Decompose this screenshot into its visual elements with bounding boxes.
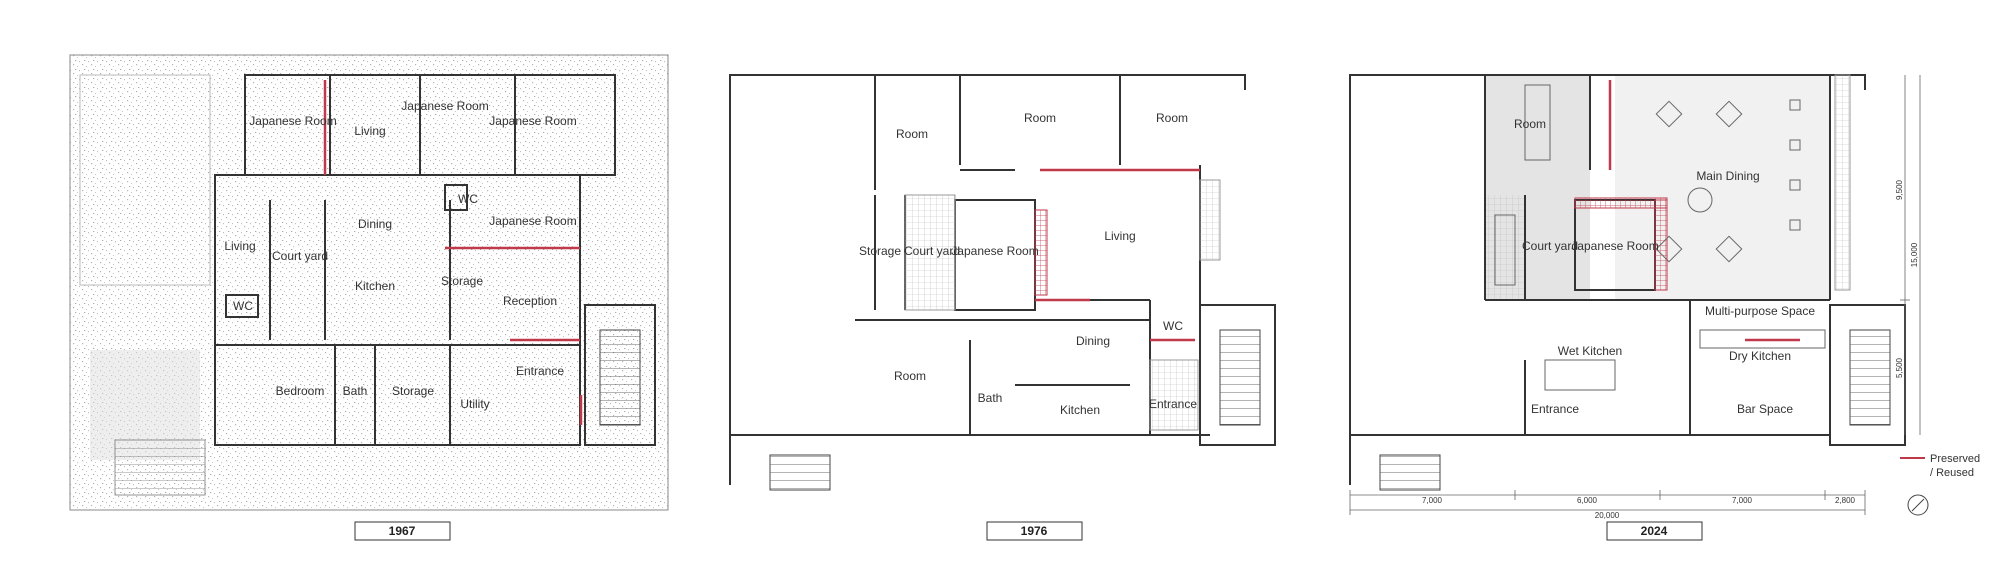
legend-label-reused: / Reused: [1930, 467, 1974, 479]
room-label-japanese-room-n2: Japanese Room: [489, 114, 576, 128]
room-label-storage-center: Storage: [441, 274, 483, 288]
main-dining-floor: [1615, 75, 1830, 300]
room-label-room-2: Room: [1024, 111, 1056, 125]
stair: [1219, 329, 1261, 426]
room-label-dry-kitchen: Dry Kitchen: [1729, 349, 1791, 363]
room-label-reception: Reception: [503, 294, 557, 308]
dimension-lines: [1349, 75, 1921, 515]
legend-label-preserved: Preserved: [1930, 453, 1980, 465]
dining-furniture: [1494, 84, 1826, 391]
dim-total-width: 20,000: [1595, 511, 1620, 520]
year-caption-box: [1606, 521, 1703, 541]
room-label-dining: Dining: [358, 217, 392, 231]
preserved-walls-1967: [323, 80, 583, 425]
hatch: [1199, 179, 1221, 261]
room-label-entrance: Entrance: [1531, 402, 1579, 416]
labels-2024: Room Main Dining Court yard Japanese Roo…: [1514, 117, 1815, 416]
room-label-bath: Bath: [978, 391, 1003, 405]
scan-border: [69, 54, 669, 511]
labels-1967: Japanese Room Living Japanese Room Japan…: [224, 99, 576, 411]
room-label-courtyard: Court yard: [904, 244, 960, 258]
room-label-wc: WC: [458, 192, 478, 206]
courtyard-hatch: [904, 194, 956, 311]
room-label-room-1: Room: [896, 127, 928, 141]
dim-bay-1: 7,000: [1422, 496, 1443, 505]
faded-outline: [79, 74, 211, 286]
stair: [1849, 329, 1891, 426]
north-arrow-needle: [1911, 498, 1925, 512]
room-label-bar-space: Bar Space: [1737, 402, 1793, 416]
hatch: [1149, 359, 1199, 431]
room-label-kitchen: Kitchen: [355, 279, 395, 293]
dim-bay-4: 2,800: [1835, 496, 1856, 505]
room-label-courtyard: Court yard: [1522, 239, 1578, 253]
hatch: [1485, 195, 1525, 300]
year-caption-2024: 2024: [1641, 524, 1668, 538]
room-label-japanese-room: Japanese Room: [1571, 239, 1658, 253]
room-label-entrance: Entrance: [516, 364, 564, 378]
year-caption-box: [354, 521, 451, 541]
stair: [114, 439, 206, 496]
planter-strip: [1834, 74, 1851, 291]
stair: [1379, 454, 1441, 491]
dim-height-lower: 5,500: [1895, 357, 1904, 378]
walls-1967: [214, 74, 656, 446]
plan-1967: Japanese Room Living Japanese Room Japan…: [69, 54, 669, 541]
preserved-walls-2024: [1608, 80, 1800, 342]
room-label-room-4: Room: [894, 369, 926, 383]
room-label-living-n: Living: [354, 124, 385, 138]
room-label-living-w: Living: [224, 239, 255, 253]
room-label-main-dining: Main Dining: [1696, 169, 1759, 183]
room-label-japanese-room-nw: Japanese Room: [249, 114, 336, 128]
year-caption-box: [986, 521, 1083, 541]
dimension-labels: 7,000 6,000 7,000 2,800 20,000 9,500 15,…: [1422, 179, 1919, 520]
room-label-kitchen: Kitchen: [1060, 403, 1100, 417]
dim-height-upper: 9,500: [1895, 179, 1904, 200]
room-label-wet-kitchen: Wet Kitchen: [1558, 344, 1622, 358]
room-label-entrance: Entrance: [1149, 397, 1197, 411]
stair: [769, 454, 831, 491]
walls-2024: [1349, 74, 1906, 485]
room-label-bedroom: Bedroom: [276, 384, 325, 398]
room-label-room: Room: [1514, 117, 1546, 131]
room-label-storage-s: Storage: [392, 384, 434, 398]
plan-2024: Room Main Dining Court yard Japanese Roo…: [1349, 74, 1929, 541]
dim-bay-3: 7,000: [1732, 496, 1753, 505]
room-label-courtyard: Court yard: [272, 249, 328, 263]
room-label-dining: Dining: [1076, 334, 1110, 348]
room-label-wc: WC: [1163, 319, 1183, 333]
room-label-japanese-room: Japanese Room: [951, 244, 1038, 258]
dim-bay-2: 6,000: [1577, 496, 1598, 505]
preserved-screen: [1034, 209, 1048, 296]
room-label-bath: Bath: [343, 384, 368, 398]
room-label-utility: Utility: [460, 397, 489, 411]
room-label-room-3: Room: [1156, 111, 1188, 125]
year-caption-1976: 1976: [1021, 524, 1048, 538]
preserved-screen: [1574, 197, 1668, 209]
dim-height-total: 15,000: [1910, 242, 1919, 267]
room-label-japanese-room-n1: Japanese Room: [401, 99, 488, 113]
room-label-multipurpose: Multi-purpose Space: [1705, 304, 1815, 318]
preserved-walls-1976: [1035, 168, 1200, 342]
stair: [599, 329, 641, 426]
room-label-wc-w: WC: [233, 299, 253, 313]
plan-1976: Room Room Room Storage Court yard Japane…: [729, 74, 1276, 541]
labels-1976: Room Room Room Storage Court yard Japane…: [859, 111, 1197, 417]
legend: Preserved / Reused: [1900, 453, 1980, 479]
north-arrow-icon: [1907, 494, 1929, 516]
room-label-japanese-room-e: Japanese Room: [489, 214, 576, 228]
room-label-storage: Storage: [859, 244, 901, 258]
year-caption-1967: 1967: [389, 524, 416, 538]
room-label-living: Living: [1104, 229, 1135, 243]
